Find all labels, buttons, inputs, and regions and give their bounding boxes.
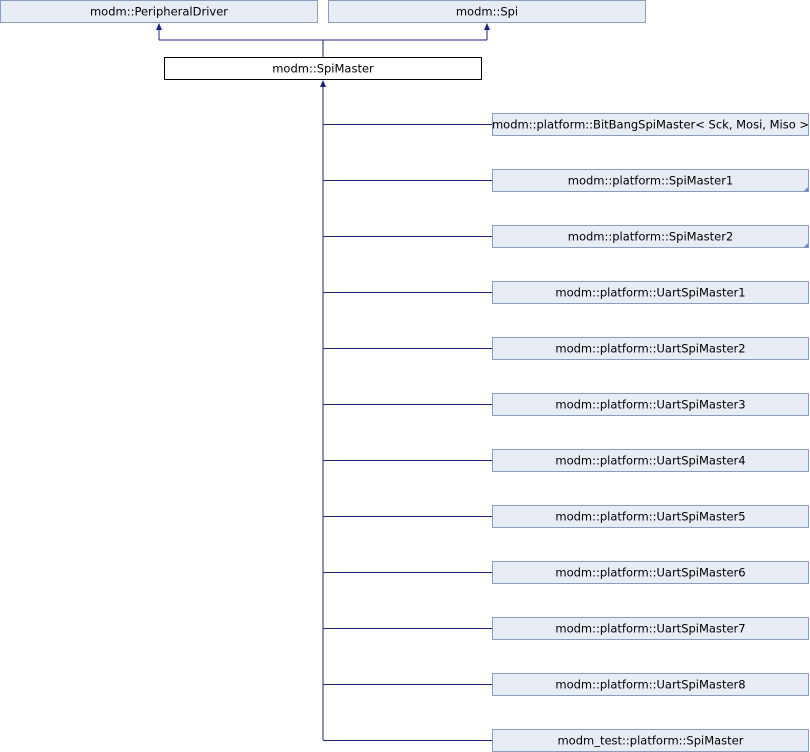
node-uart-spi-master-4-label[interactable]: modm::platform::UartSpiMaster4 [555,454,745,468]
node-spi-master-label[interactable]: modm::SpiMaster [272,62,374,76]
node-uart-spi-master-2-label[interactable]: modm::platform::UartSpiMaster2 [555,342,745,356]
node-peripheral-driver-label[interactable]: modm::PeripheralDriver [90,5,228,19]
node-uart-spi-master-8[interactable]: modm::platform::UartSpiMaster8 [492,673,809,696]
node-uart-spi-master-8-box[interactable] [492,673,809,696]
node-spi-master-2-box[interactable] [492,225,809,248]
node-spi[interactable]: modm::Spi [328,0,646,23]
node-uart-spi-master-7-label[interactable]: modm::platform::UartSpiMaster7 [555,622,745,636]
node-uart-spi-master-4-box[interactable] [492,449,809,472]
node-uart-spi-master-2-box[interactable] [492,337,809,360]
more-subclasses-marker [803,186,809,192]
node-uart-spi-master-5-box[interactable] [492,505,809,528]
child-branches [323,124,493,741]
node-test-spi-master-label[interactable]: modm_test::platform::SpiMaster [557,734,743,748]
node-uart-spi-master-2[interactable]: modm::platform::UartSpiMaster2 [492,337,809,360]
arrow-spi-master [320,80,326,87]
node-test-spi-master[interactable]: modm_test::platform::SpiMaster [492,729,809,752]
node-uart-spi-master-6[interactable]: modm::platform::UartSpiMaster6 [492,561,809,584]
arrow-peripheral-driver [156,23,162,30]
node-spi-master-2-label[interactable]: modm::platform::SpiMaster2 [568,230,734,244]
parent-edges [156,23,490,57]
node-bitbang-spi-master[interactable]: modm::platform::BitBangSpiMaster< Sck, M… [492,113,809,136]
node-uart-spi-master-6-label[interactable]: modm::platform::UartSpiMaster6 [555,566,745,580]
node-uart-spi-master-3-box[interactable] [492,393,809,416]
child-nodes: modm::platform::BitBangSpiMaster< Sck, M… [492,113,809,752]
node-uart-spi-master-5[interactable]: modm::platform::UartSpiMaster5 [492,505,809,528]
node-uart-spi-master-5-label[interactable]: modm::platform::UartSpiMaster5 [555,510,745,524]
node-uart-spi-master-4[interactable]: modm::platform::UartSpiMaster4 [492,449,809,472]
child-edges [320,80,493,741]
node-uart-spi-master-6-box[interactable] [492,561,809,584]
node-peripheral-driver-box[interactable] [0,0,318,23]
node-peripheral-driver[interactable]: modm::PeripheralDriver [0,0,318,23]
node-spi-master-2[interactable]: modm::platform::SpiMaster2 [492,225,809,248]
node-uart-spi-master-1-box[interactable] [492,281,809,304]
node-uart-spi-master-3-label[interactable]: modm::platform::UartSpiMaster3 [555,398,745,412]
node-uart-spi-master-7[interactable]: modm::platform::UartSpiMaster7 [492,617,809,640]
node-spi-master-1[interactable]: modm::platform::SpiMaster1 [492,169,809,192]
node-spi-label[interactable]: modm::Spi [456,5,518,19]
node-uart-spi-master-7-box[interactable] [492,617,809,640]
node-uart-spi-master-3[interactable]: modm::platform::UartSpiMaster3 [492,393,809,416]
node-spi-master-1-box[interactable] [492,169,809,192]
node-spi-master-1-label[interactable]: modm::platform::SpiMaster1 [568,174,734,188]
node-uart-spi-master-8-label[interactable]: modm::platform::UartSpiMaster8 [555,678,745,692]
node-spi-master-box[interactable] [164,57,482,80]
node-bitbang-spi-master-box[interactable] [492,113,809,136]
node-uart-spi-master-1[interactable]: modm::platform::UartSpiMaster1 [492,281,809,304]
node-spi-master[interactable]: modm::SpiMaster [164,57,482,80]
node-spi-box[interactable] [328,0,646,23]
node-bitbang-spi-master-label[interactable]: modm::platform::BitBangSpiMaster< Sck, M… [492,118,809,132]
node-uart-spi-master-1-label[interactable]: modm::platform::UartSpiMaster1 [555,286,745,300]
arrow-spi [484,23,490,30]
more-subclasses-marker [803,242,809,248]
